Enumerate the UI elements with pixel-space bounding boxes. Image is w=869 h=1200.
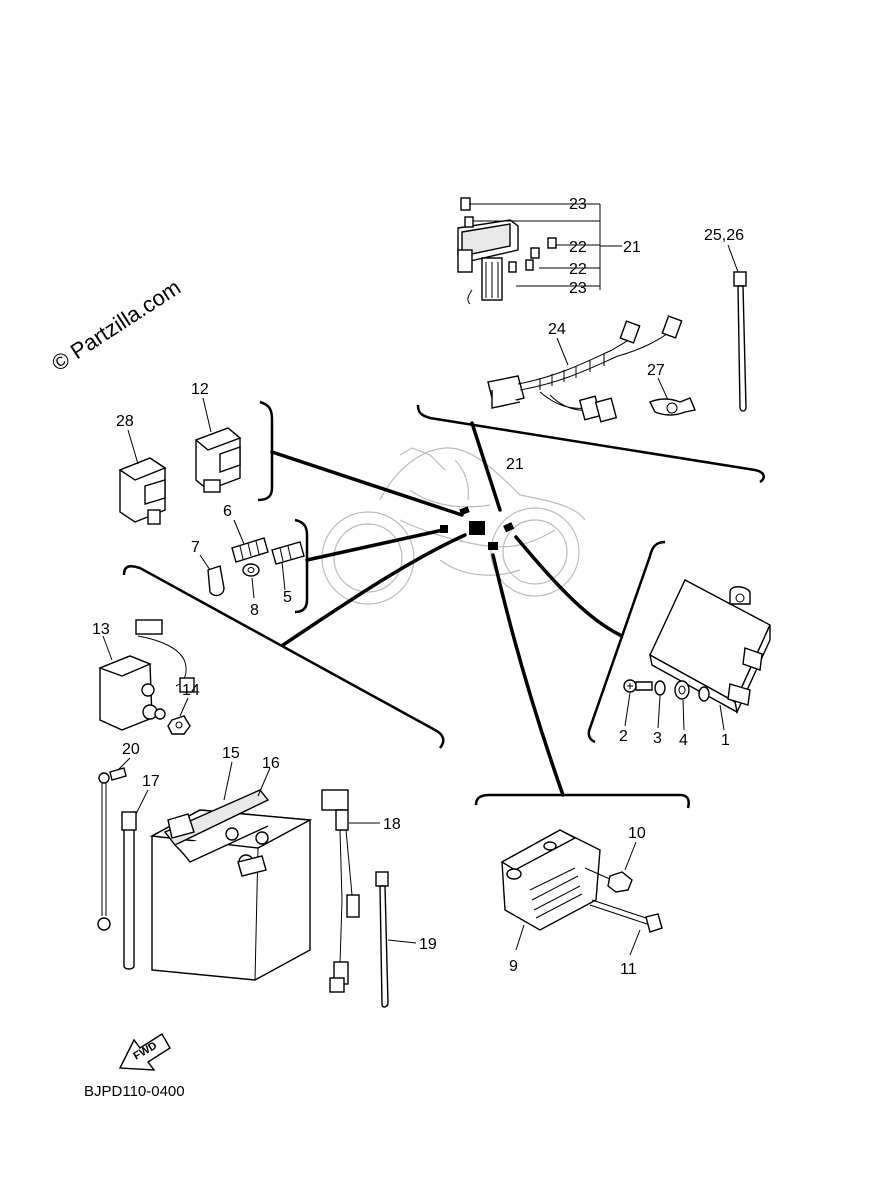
leader-13 (102, 635, 113, 661)
leaders-2-4 (624, 692, 685, 731)
cable-tie-part-19 (375, 871, 389, 1008)
leader-28 (127, 429, 139, 465)
relay-part-12 (194, 427, 242, 493)
leader-9 (515, 924, 525, 951)
relay-part-28 (118, 457, 167, 525)
pointer-lines (270, 421, 622, 797)
callout-labels: 23 22 21 22 23 25,26 24 27 12 28 21 6 7 … (92, 196, 744, 978)
leader-24 (556, 337, 569, 366)
tube-part-17 (121, 811, 137, 970)
callout-9: 9 (509, 958, 518, 975)
callout-25-26: 25,26 (704, 227, 744, 244)
nut-part-14 (167, 715, 191, 735)
callout-13: 13 (92, 621, 110, 638)
fwd-arrow-icon: FWD (118, 1033, 171, 1071)
callout-27: 27 (647, 362, 665, 379)
watermark: © Partzilla.com (47, 274, 185, 376)
leader-17 (135, 789, 149, 815)
starter-relay-part-13 (98, 619, 195, 731)
leaders-10-11 (624, 841, 641, 956)
diagram-code: BJPD110-0400 (84, 1083, 185, 1100)
callout-5: 5 (283, 589, 292, 606)
callout-20: 20 (122, 741, 140, 758)
rectifier-part-9 (500, 829, 601, 931)
callout-7: 7 (191, 539, 200, 556)
fittings-parts-5-8 (207, 537, 305, 597)
group-brackets (122, 400, 765, 809)
callout-2: 2 (619, 728, 628, 745)
leader-27 (657, 377, 669, 401)
leader-1 (719, 704, 725, 731)
callout-1: 1 (721, 732, 730, 749)
callout-15: 15 (222, 745, 240, 762)
leaders-5-8 (199, 519, 286, 599)
leader-25-26 (727, 244, 739, 273)
callout-12: 12 (191, 381, 209, 398)
sensor-lead-part-18 (321, 789, 360, 993)
callout-24: 24 (548, 321, 566, 338)
callout-23-bottom: 23 (569, 280, 587, 297)
callout-6: 6 (223, 503, 232, 520)
callout-16: 16 (262, 755, 280, 772)
leader-19 (387, 939, 417, 944)
wire-harness-part-24 (487, 315, 683, 423)
leaders-15-16 (223, 761, 271, 801)
callout-11: 11 (620, 961, 637, 978)
ecu-part-1 (649, 579, 771, 715)
callout-17: 17 (142, 773, 160, 790)
leader-12 (202, 397, 212, 433)
bolts-parts-10-11 (584, 867, 663, 933)
motorcycle-outline (321, 447, 586, 605)
fuse-box-part-21 (457, 197, 557, 305)
hardware-parts-2-4 (623, 679, 710, 702)
callout-23-top: 23 (569, 196, 587, 213)
callout-19: 19 (419, 936, 437, 953)
clamp-part-27 (649, 397, 696, 416)
callout-8: 8 (250, 602, 259, 619)
cable-tie-part-25-26 (733, 271, 747, 412)
callout-28: 28 (116, 413, 134, 430)
callout-22-top: 22 (569, 239, 587, 256)
battery-parts-15-16 (149, 789, 313, 981)
callout-21-top: 21 (623, 239, 641, 256)
cable-part-20 (97, 767, 127, 931)
callout-18: 18 (383, 816, 401, 833)
callout-21-bike: 21 (506, 456, 524, 473)
leader-14 (179, 697, 189, 717)
leader-20 (117, 757, 131, 771)
callout-22-bottom: 22 (569, 261, 587, 278)
callout-3: 3 (653, 730, 662, 747)
callout-4: 4 (679, 732, 688, 749)
part-21-leaders (469, 203, 622, 290)
callout-10: 10 (628, 825, 646, 842)
callout-14: 14 (182, 682, 200, 699)
